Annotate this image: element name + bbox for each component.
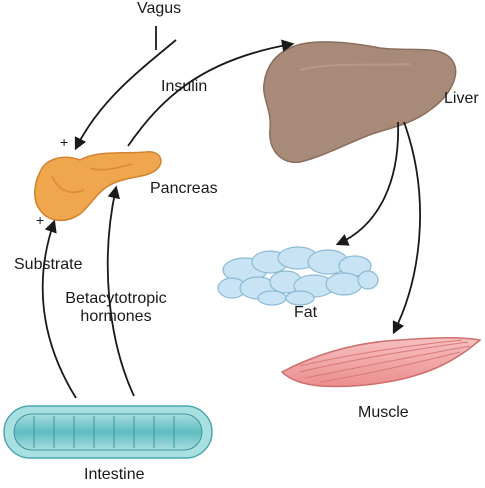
insulin-arrow xyxy=(127,39,295,147)
vagus-arrow xyxy=(74,39,177,151)
label-insulin: Insulin xyxy=(161,78,208,95)
label-muscle: Muscle xyxy=(358,404,409,421)
fat-tissue xyxy=(217,246,379,306)
label-betacytotropic-line2: hormones xyxy=(80,308,152,326)
liver-to-fat-arrow xyxy=(335,121,399,246)
label-betacytotropic-line1: Betacytotropic xyxy=(65,290,167,307)
pancreas-shape xyxy=(34,151,162,222)
label-liver: Liver xyxy=(444,90,479,107)
muscle-shape xyxy=(280,336,482,388)
substrate-arrow xyxy=(41,219,77,399)
label-substrate: Substrate xyxy=(14,256,83,273)
label-fat: Fat xyxy=(294,304,318,321)
label-pancreas: Pancreas xyxy=(150,180,218,197)
label-vagus: Vagus xyxy=(137,0,182,17)
intestine-shape xyxy=(3,405,213,459)
liver-shape xyxy=(263,41,457,164)
label-betacytotropic-hormones: Betacytotropic hormones xyxy=(56,290,176,327)
plus-sign-vagus: + xyxy=(60,134,69,150)
hormones-arrow xyxy=(106,185,135,397)
plus-sign-substrate: + xyxy=(36,212,45,228)
liver-to-muscle-arrow xyxy=(392,121,421,335)
arrows xyxy=(41,26,421,399)
label-intestine: Intestine xyxy=(84,466,145,483)
